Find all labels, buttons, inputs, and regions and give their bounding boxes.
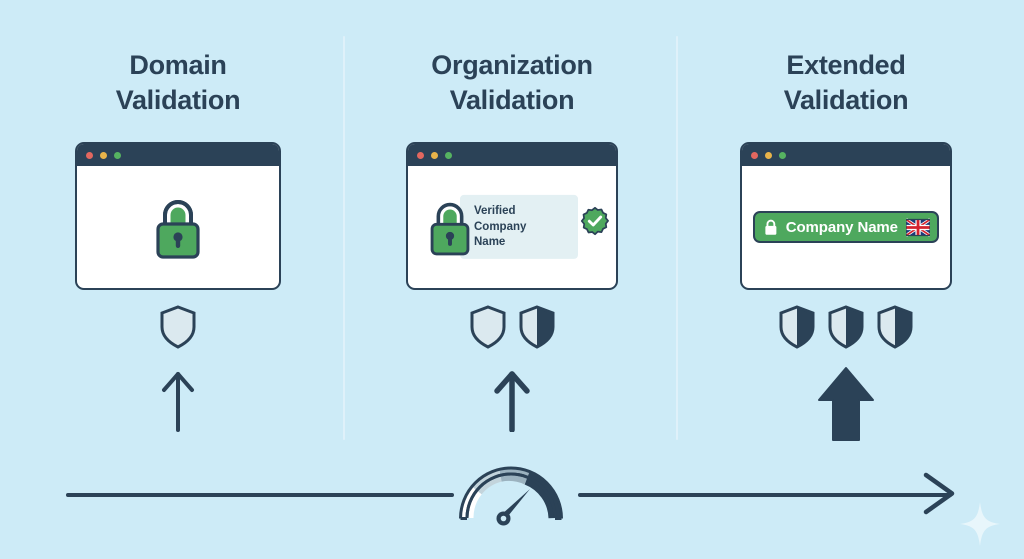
browser-titlebar — [742, 144, 950, 167]
browser-content: Verified Company Name — [408, 166, 616, 288]
up-arrow-medium — [491, 366, 533, 438]
column-title: Extended Validation — [783, 50, 909, 115]
window-close-dot[interactable] — [86, 151, 93, 159]
ev-company-name: Company Name — [785, 218, 898, 236]
column-divider-2 — [676, 36, 678, 440]
sparkle-decoration-icon — [960, 502, 1000, 546]
increasing-trust-arrow-icon — [923, 472, 955, 515]
axis-line-left — [66, 493, 454, 497]
window-maximize-dot[interactable] — [114, 151, 121, 159]
column-title: Domain Validation — [115, 50, 241, 115]
shield-icon-half-filled — [779, 305, 815, 349]
padlock-icon — [156, 200, 200, 259]
up-arrow-icon — [818, 367, 874, 442]
browser-window — [75, 142, 281, 291]
shield-rating — [468, 304, 557, 350]
up-arrow-icon — [494, 371, 530, 433]
white-padlock-icon — [765, 219, 777, 235]
window-minimize-dot[interactable] — [765, 151, 772, 159]
column-organization-validation: Organization Validation Verified Company… — [342, 0, 682, 460]
company-name-chip: Verified Company Name — [460, 194, 578, 260]
window-minimize-dot[interactable] — [431, 151, 438, 159]
shield-icon-empty — [160, 305, 196, 349]
window-minimize-dot[interactable] — [100, 151, 107, 159]
shield-icon-half-filled — [519, 305, 554, 349]
padlock-icon — [430, 202, 470, 256]
shield-icon-half-filled — [877, 305, 913, 349]
shield-rating — [158, 304, 198, 350]
up-arrow-icon — [162, 372, 194, 433]
uk-flag-icon — [905, 217, 930, 237]
browser-titlebar — [77, 144, 279, 167]
column-divider-1 — [343, 36, 345, 440]
trust-level-gauge — [459, 466, 563, 526]
browser-window: Verified Company Name — [406, 142, 618, 291]
verified-check-badge-icon — [580, 206, 609, 236]
window-maximize-dot[interactable] — [779, 151, 786, 159]
browser-titlebar — [408, 144, 616, 167]
window-close-dot[interactable] — [417, 151, 424, 159]
up-arrow-thin — [158, 366, 198, 438]
up-arrow-bold — [817, 366, 875, 442]
axis-line-right — [578, 493, 952, 497]
ev-address-bar[interactable]: Company Name — [753, 211, 939, 244]
shield-rating — [777, 304, 915, 350]
trust-axis — [0, 450, 1024, 559]
shield-icon-empty — [470, 305, 505, 349]
company-name-text: Verified Company Name — [474, 204, 527, 248]
column-extended-validation: Extended Validation Company Name — [676, 0, 1016, 460]
browser-content: Company Name — [742, 166, 950, 288]
column-domain-validation: Domain Validation — [8, 0, 348, 460]
window-maximize-dot[interactable] — [445, 151, 452, 159]
browser-window: Company Name — [740, 142, 952, 291]
verified-company-block: Verified Company Name — [408, 194, 616, 260]
column-title: Organization Validation — [431, 50, 593, 115]
shield-icon-half-filled — [828, 305, 864, 349]
browser-content — [77, 166, 279, 288]
window-close-dot[interactable] — [751, 151, 758, 159]
